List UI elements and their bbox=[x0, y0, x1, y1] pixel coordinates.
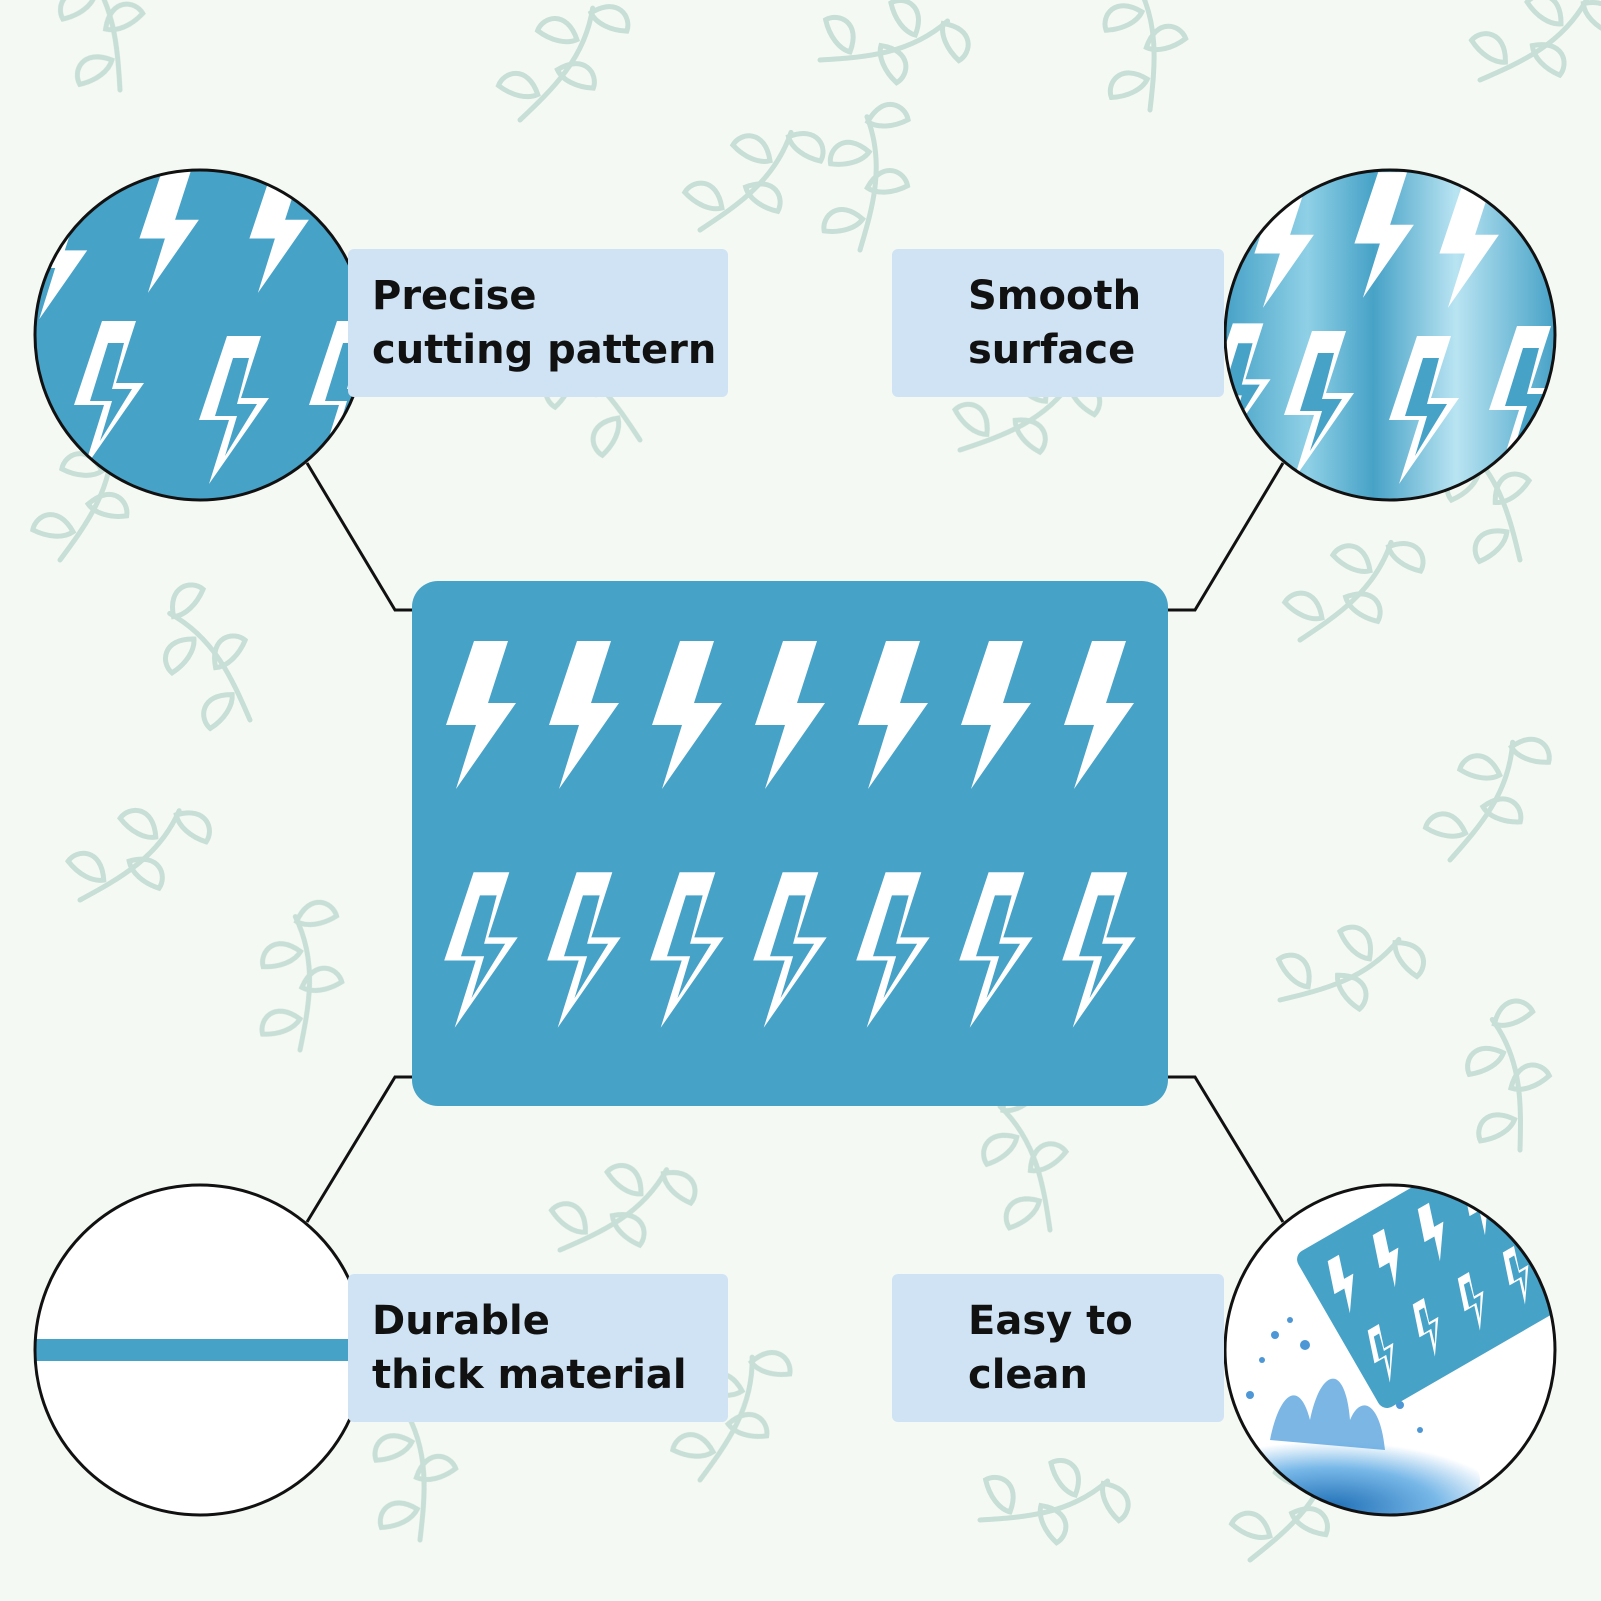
durable-label-line2: thick material bbox=[372, 1352, 687, 1398]
leaf-sprig-decoration bbox=[1465, 998, 1553, 1153]
leaf-sprig-decoration bbox=[65, 808, 212, 903]
leaf-sprig-decoration bbox=[1468, 0, 1601, 83]
thickness-icon bbox=[33, 1183, 367, 1517]
leaf-sprig-decoration bbox=[1275, 924, 1426, 1013]
leaf-sprig-decoration bbox=[817, 0, 971, 86]
smooth-label-line2: surface bbox=[968, 327, 1136, 373]
stencil-plate bbox=[412, 581, 1168, 1106]
leaf-sprig-decoration bbox=[681, 129, 826, 233]
precise-cutting-label: Precise cutting pattern bbox=[348, 249, 728, 397]
leaf-sprig-decoration bbox=[981, 1081, 1070, 1233]
precise-label-line1: Precise bbox=[372, 273, 537, 319]
easy-label-line2: clean bbox=[968, 1352, 1089, 1398]
leaf-sprig-decoration bbox=[163, 582, 253, 732]
smooth-surface-label: Smooth surface bbox=[892, 249, 1224, 397]
glossy-surface-icon bbox=[1223, 168, 1557, 502]
easy-clean-label: Easy to clean bbox=[892, 1274, 1224, 1422]
leaf-sprig-decoration bbox=[977, 1457, 1131, 1546]
smooth-label-line1: Smooth bbox=[968, 273, 1142, 319]
leaf-sprig-decoration bbox=[548, 1163, 698, 1253]
leaf-sprig-decoration bbox=[670, 1350, 793, 1483]
leaf-sprig-decoration bbox=[821, 101, 911, 253]
leaf-sprig-decoration bbox=[259, 899, 345, 1053]
leaf-sprig-decoration bbox=[1422, 736, 1552, 863]
leaf-sprig-decoration bbox=[1281, 539, 1426, 643]
precise-label-line2: cutting pattern bbox=[372, 327, 717, 373]
water-splash-icon bbox=[1223, 1183, 1557, 1517]
leaf-sprig-decoration bbox=[1102, 0, 1189, 113]
leaf-sprig-decoration bbox=[495, 4, 631, 123]
durable-material-label: Durable thick material bbox=[348, 1274, 728, 1422]
durable-label-line1: Durable bbox=[372, 1298, 550, 1344]
precise-cutting-icon bbox=[33, 168, 367, 502]
easy-label-line1: Easy to bbox=[968, 1298, 1133, 1344]
connector-lines bbox=[305, 462, 1285, 1223]
leaf-sprig-decoration bbox=[57, 0, 146, 93]
